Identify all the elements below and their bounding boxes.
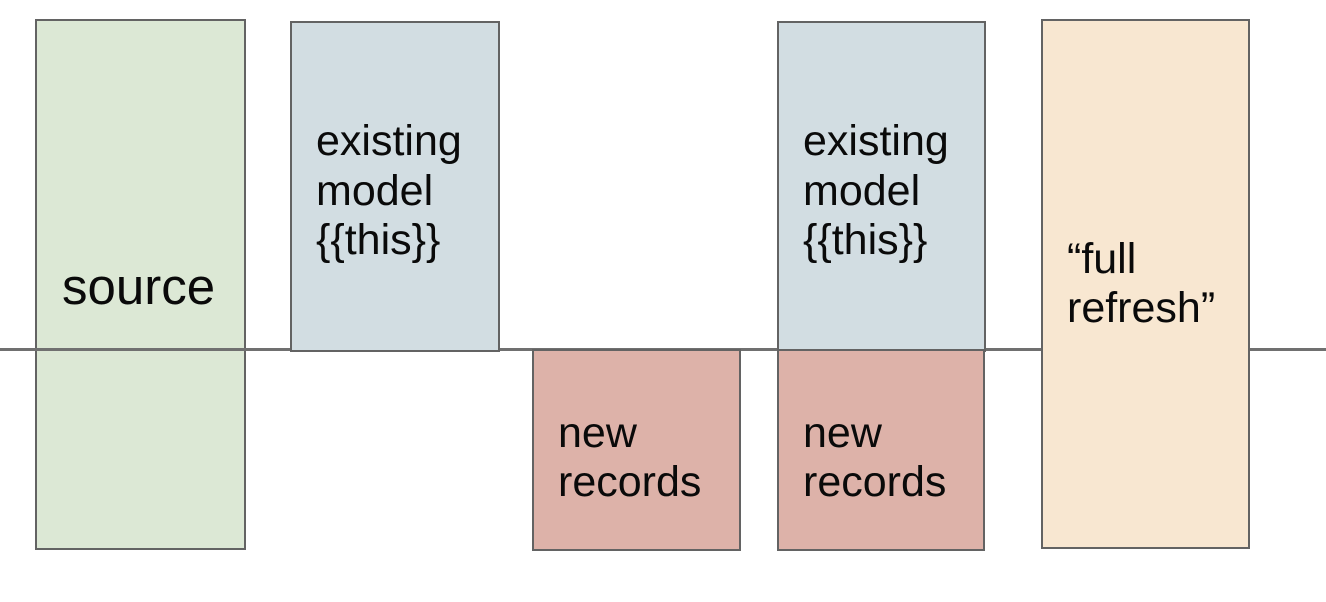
existing-model-label-2-line-1: existing [803, 117, 949, 166]
new-records-label-2-line-1: new [803, 408, 882, 457]
source-label-line: source [62, 258, 216, 316]
source-box: source [35, 19, 246, 550]
new-records-label-2: new records [779, 393, 946, 508]
full-refresh-label-line-1: “full [1067, 234, 1137, 283]
full-refresh-box: “full refresh” [1041, 19, 1250, 549]
existing-model-box-2: existing model {{this}} [777, 21, 986, 352]
source-label: source [37, 252, 215, 317]
existing-model-label-2-line-2: model [803, 166, 921, 215]
new-records-label-2-line-2: records [803, 458, 947, 506]
existing-model-label-1-line-1: existing [316, 117, 462, 166]
existing-model-label-1-line-2: model [316, 166, 434, 215]
new-records-label-1-line-1: new [558, 408, 637, 457]
existing-model-box-1: existing model {{this}} [290, 21, 500, 352]
new-records-box-1: new records [532, 349, 741, 551]
existing-model-label-1-line-3: {{this}} [316, 216, 441, 265]
new-records-box-2: new records [777, 349, 985, 551]
new-records-label-1: new records [534, 393, 701, 508]
existing-model-label-1: existing model {{this}} [292, 107, 462, 265]
full-refresh-label: “full refresh” [1043, 235, 1215, 334]
new-records-label-1-line-2: records [558, 458, 702, 506]
existing-model-label-2-line-3: {{this}} [803, 216, 928, 265]
existing-model-label-2: existing model {{this}} [779, 107, 949, 265]
full-refresh-label-line-2: refresh” [1067, 284, 1216, 332]
